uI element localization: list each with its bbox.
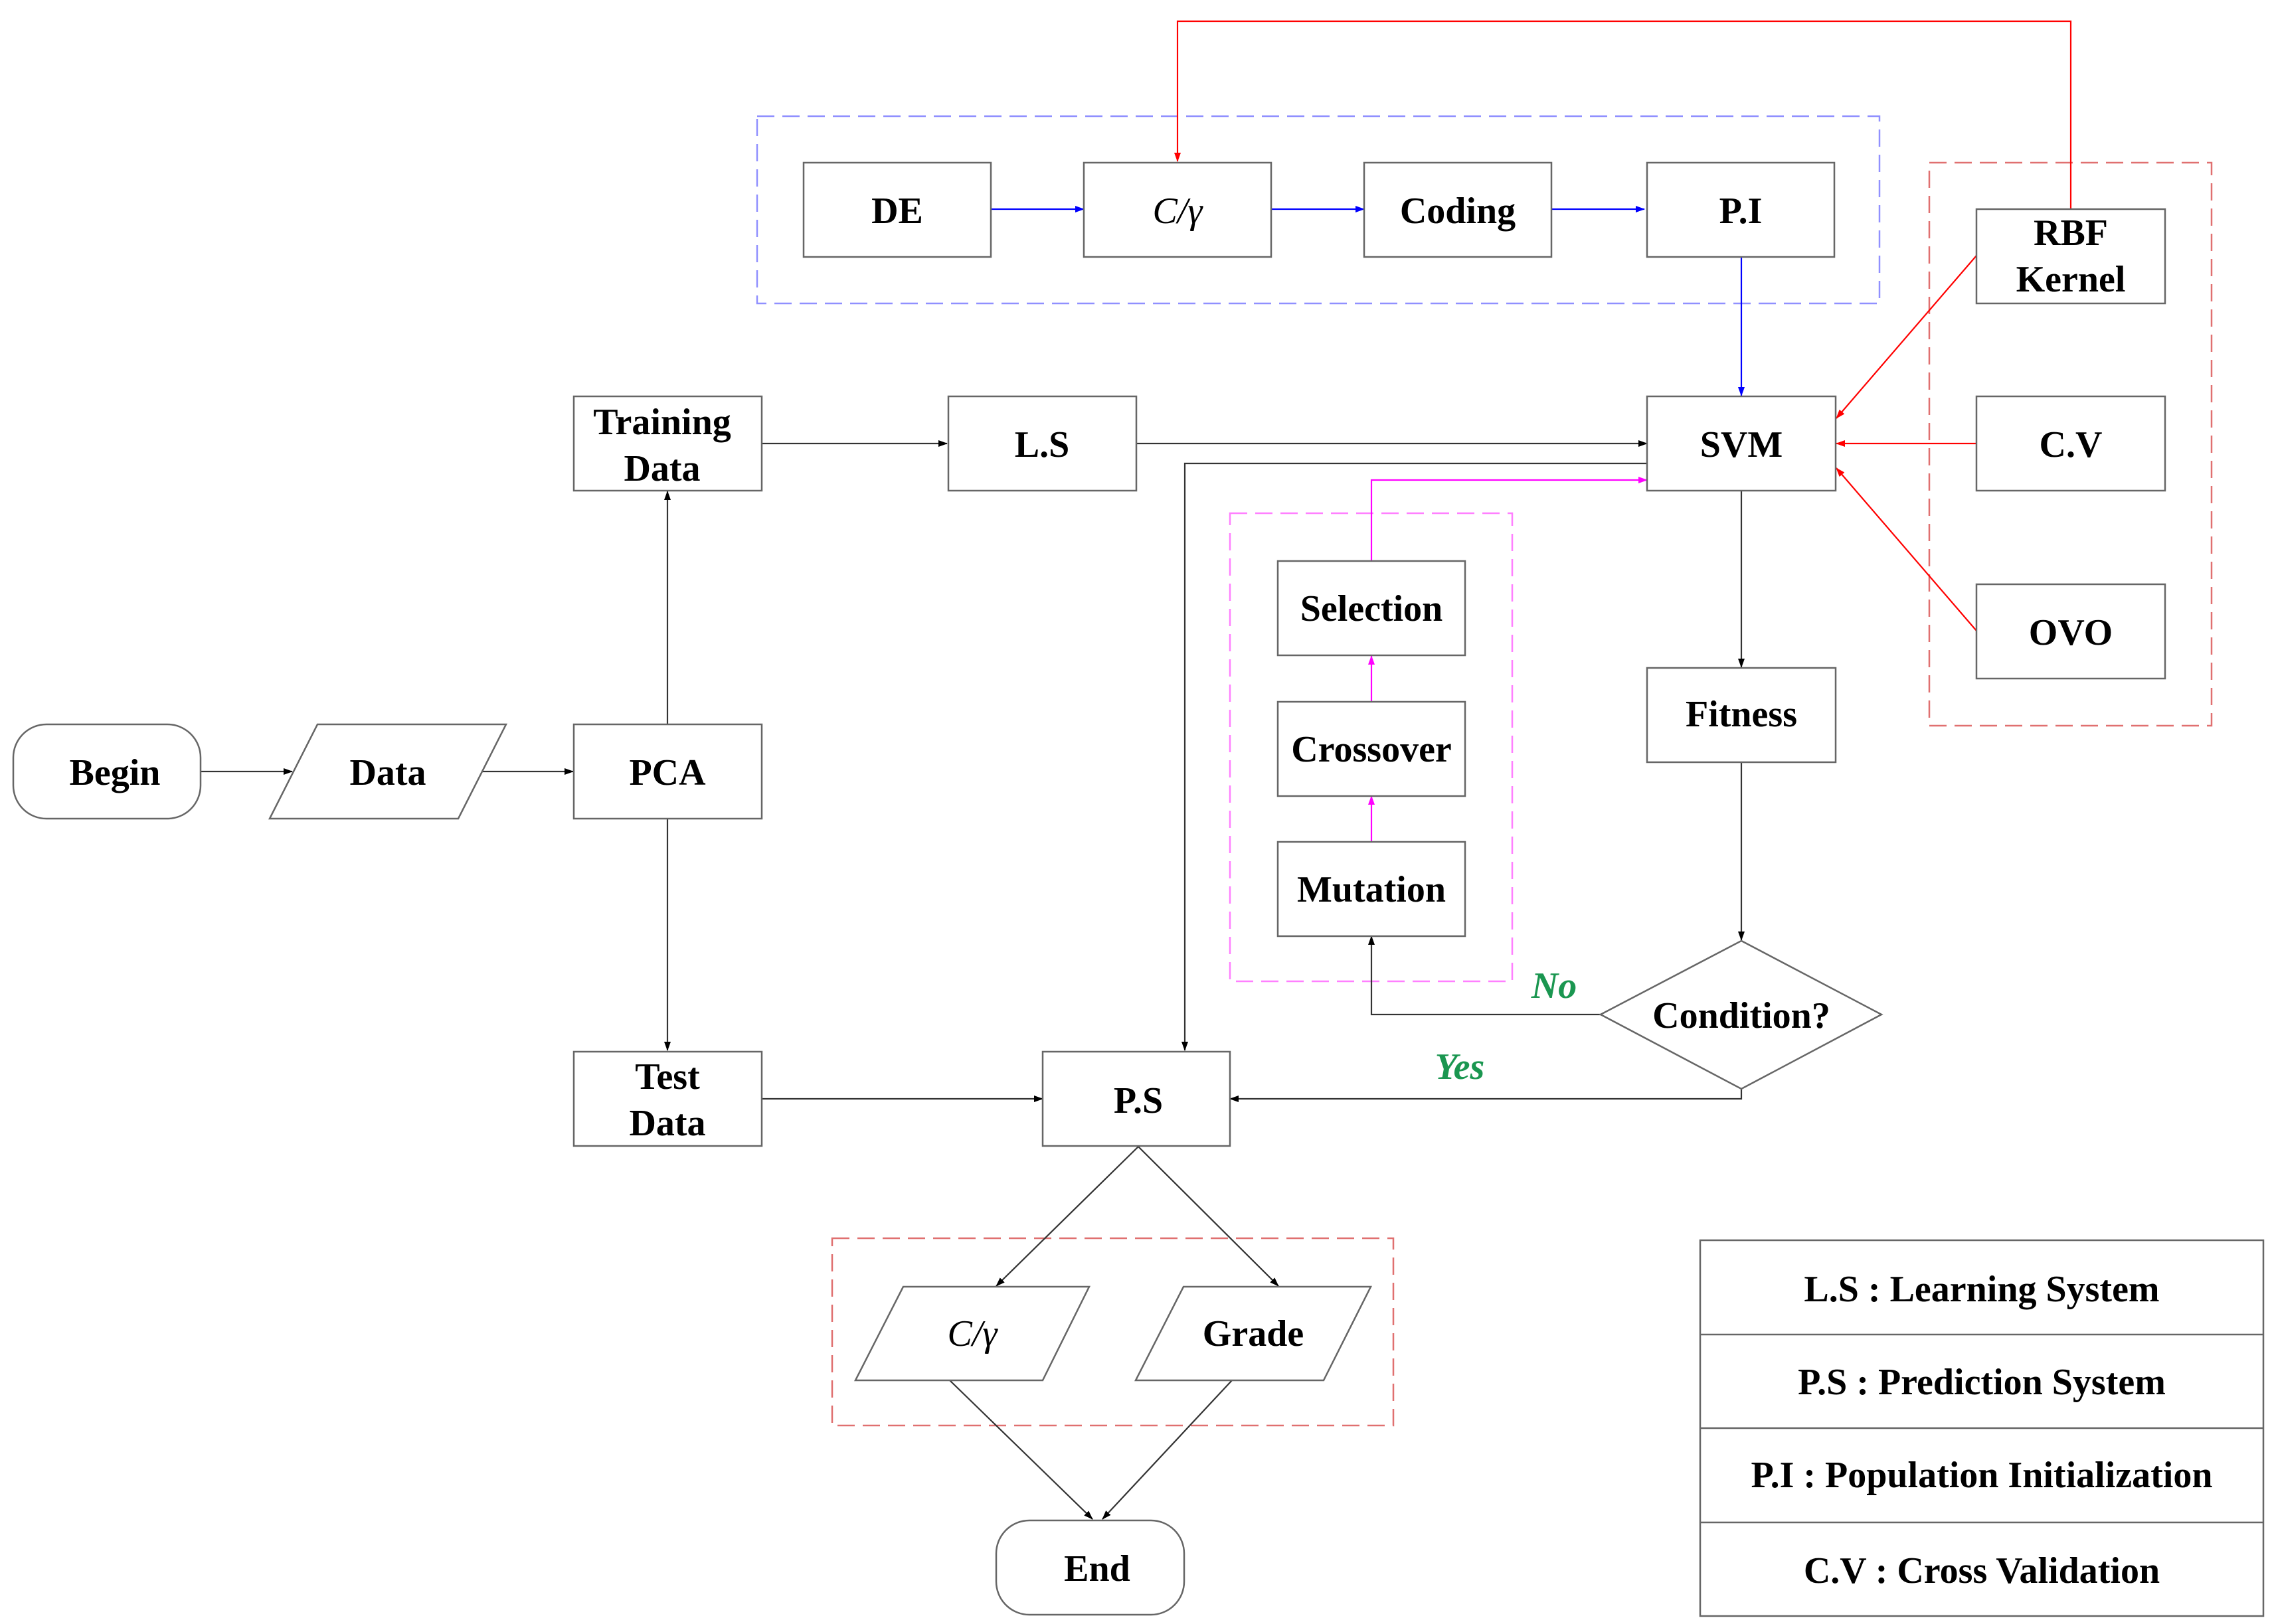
node-coding: Coding <box>1363 161 1553 258</box>
node-training-line1: Training <box>593 402 731 443</box>
legend-row-cv: C.V : Cross Validation <box>1804 1550 2160 1591</box>
node-coding-label: Coding <box>1400 191 1516 232</box>
node-begin-label: Begin <box>70 752 161 793</box>
node-pi: P.I <box>1646 161 1836 258</box>
node-mutation: Mutation <box>1276 841 1466 937</box>
arrow-svm-to-ps <box>1181 462 1647 1051</box>
node-test-data: Test Data <box>572 1050 763 1147</box>
node-training-line2: Data <box>624 448 700 489</box>
node-test-line1: Test <box>635 1056 700 1097</box>
arrow-condition-no-to-mutation <box>1368 935 1601 1016</box>
arrow-selection-to-svm <box>1370 477 1648 561</box>
arrow-condition-yes-to-ps <box>1229 1090 1743 1102</box>
node-selection-label: Selection <box>1300 588 1443 629</box>
node-pca: PCA <box>572 723 763 820</box>
node-rbf-line2: Kernel <box>2016 259 2126 300</box>
legend-table: L.S : Learning System P.S : Prediction S… <box>1699 1239 2265 1617</box>
edge-label-no: No <box>1531 965 1577 1007</box>
node-rbf-line1: RBF <box>2034 212 2108 254</box>
node-end-label: End <box>1064 1548 1130 1589</box>
node-pi-label: P.I <box>1719 191 1763 232</box>
node-svm-label: SVM <box>1700 424 1783 465</box>
node-ls-label: L.S <box>1015 424 1070 465</box>
node-pca-label: PCA <box>629 752 706 793</box>
legend-row-pi: P.I : Population Initialization <box>1751 1455 2213 1496</box>
node-crossover: Crossover <box>1276 700 1466 797</box>
node-end: End <box>995 1519 1185 1616</box>
node-ovo: OVO <box>1975 583 2166 680</box>
node-ovo-label: OVO <box>2029 612 2113 653</box>
node-ps-label: P.S <box>1114 1080 1163 1121</box>
node-c-gamma-top: C/γ <box>1083 161 1272 258</box>
node-training-data: Training Data <box>572 395 763 492</box>
node-data: Data <box>268 723 508 820</box>
legend-row-ls: L.S : Learning System <box>1804 1269 2159 1310</box>
node-data-label: Data <box>349 752 426 793</box>
arrow-ovo-to-svm <box>1836 467 1977 631</box>
node-test-line2: Data <box>629 1103 705 1144</box>
node-cv-label: C.V <box>2040 424 2103 465</box>
node-rbf-kernel: RBF Kernel <box>1975 208 2166 305</box>
node-crossover-label: Crossover <box>1291 729 1452 770</box>
node-mutation-label: Mutation <box>1297 869 1446 910</box>
node-fitness: Fitness <box>1646 667 1837 764</box>
node-ls: L.S <box>947 395 1138 492</box>
arrow-cgamma-to-end <box>949 1380 1093 1520</box>
arrow-rbf-to-svm <box>1836 255 1977 419</box>
node-ps: P.S <box>1041 1050 1231 1147</box>
arrow-grade-to-end <box>1102 1380 1233 1520</box>
legend-row-ps: P.S : Prediction System <box>1798 1362 2166 1403</box>
node-selection: Selection <box>1276 560 1466 657</box>
node-de-label: DE <box>871 191 923 232</box>
node-c-gamma-top-label: C/γ <box>1153 191 1204 232</box>
node-c-gamma-bottom: C/γ <box>853 1285 1091 1382</box>
edge-label-yes: Yes <box>1435 1046 1485 1088</box>
node-c-gamma-bottom-label: C/γ <box>948 1313 999 1354</box>
node-grade: Grade <box>1134 1285 1373 1382</box>
group-output-frame <box>831 1237 1395 1427</box>
node-condition-label: Condition? <box>1652 995 1830 1036</box>
node-begin: Begin <box>12 723 202 820</box>
group-optimization-frame <box>756 115 1881 305</box>
node-grade-label: Grade <box>1203 1313 1304 1354</box>
node-fitness-label: Fitness <box>1686 694 1797 735</box>
node-cv: C.V <box>1975 395 2166 492</box>
node-de: DE <box>802 161 992 258</box>
node-svm: SVM <box>1646 395 1837 492</box>
arrow-ps-to-grade <box>1138 1146 1279 1287</box>
arrow-ps-to-cgamma <box>996 1146 1139 1287</box>
arrow-rbf-to-cgamma <box>1174 20 2072 209</box>
node-condition: Condition? <box>1599 939 1883 1090</box>
